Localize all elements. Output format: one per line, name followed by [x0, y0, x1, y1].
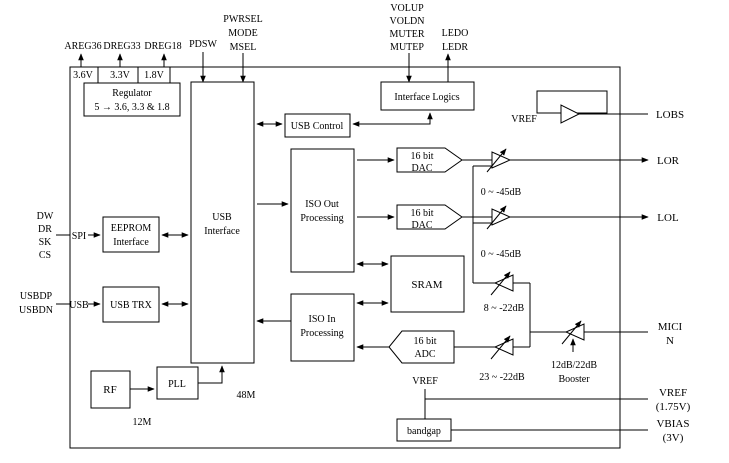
sram-label: SRAM [411, 279, 442, 291]
pin-pdsw: PDSW [189, 39, 217, 50]
regulator-1v8: 1.8V [144, 70, 165, 81]
dac1-label-2: DAC [411, 163, 432, 174]
pin-dw: DW [37, 211, 54, 222]
gain-dac2: 0 ~ -45dB [481, 249, 522, 260]
pin-areg36: AREG36 [64, 41, 101, 52]
usb-control-block [284, 113, 351, 138]
pin-volup: VOLUP [390, 3, 424, 14]
pin-lor: LOR [657, 155, 680, 167]
pin-muter: MUTER [390, 29, 425, 40]
pin-mode: MODE [228, 28, 257, 39]
adc-block [388, 330, 455, 364]
usb-interface-label-1: USB [212, 212, 232, 223]
gain-dac1: 0 ~ -45dB [481, 187, 522, 198]
gain-adc: 23 ~ -22dB [479, 372, 525, 383]
pin-vbias-value: (3V) [663, 432, 684, 444]
regulator-block [83, 82, 181, 117]
usb-control-label: USB Control [291, 121, 344, 132]
pin-cs: CS [39, 250, 51, 261]
iso-in-processing-block [290, 293, 355, 362]
lor-amp [491, 151, 512, 169]
pin-mici: MICI [658, 321, 683, 333]
usb-interface-label-2: Interface [204, 226, 240, 237]
rf-block [90, 370, 131, 409]
pin-vref: VREF [659, 387, 687, 399]
usb-bus-label: USB [69, 300, 89, 311]
clock-48m-label: 48M [237, 390, 256, 401]
pin-vbias: VBIAS [656, 418, 689, 430]
pin-dr: DR [38, 224, 52, 235]
bandgap-label: bandgap [407, 426, 441, 437]
pin-dreg33: DREG33 [103, 41, 140, 52]
dac1-block [396, 147, 463, 173]
regulator-3v6: 3.6V [73, 70, 94, 81]
eeprom-interface-block [102, 216, 160, 253]
pin-usbdp: USBDP [20, 291, 53, 302]
interface-logics-block [380, 81, 475, 111]
pin-pwrsel: PWRSEL [223, 14, 262, 25]
gain-mic-loop: 8 ~ -22dB [484, 303, 525, 314]
dac2-label-1: 16 bit [410, 208, 433, 219]
spi-label: SPI [72, 231, 86, 242]
vref-bandgap-label: VREF [412, 376, 438, 387]
vref-amp-label: VREF [511, 114, 537, 125]
pin-ledo: LEDO [442, 28, 469, 39]
pin-dreg18: DREG18 [144, 41, 181, 52]
iso-in-label-1: ISO In [309, 314, 336, 325]
pin-lobs: LOBS [656, 109, 684, 121]
regulator-title: Regulator [112, 88, 152, 99]
booster-label-2: Booster [558, 374, 590, 385]
regulator-desc: 5 → 3.6, 3.3 & 1.8 [94, 102, 169, 113]
sram-block [390, 255, 465, 313]
lobs-buffer [560, 104, 581, 124]
iso-out-label-2: Processing [300, 213, 343, 224]
iso-out-processing-block [290, 148, 355, 273]
usb-interface-block [190, 81, 255, 364]
usb-trx-block [102, 286, 160, 323]
pin-msel: MSEL [230, 42, 257, 53]
pin-mutep: MUTEP [390, 42, 424, 53]
lol-amp [491, 208, 512, 226]
usb-trx-label: USB TRX [110, 300, 153, 311]
adc-label-2: ADC [414, 349, 435, 360]
iso-out-label-1: ISO Out [305, 199, 339, 210]
pin-sk: SK [39, 237, 53, 248]
booster-label-1: 12dB/22dB [551, 360, 597, 371]
iso-in-label-2: Processing [300, 328, 343, 339]
rf-label: RF [103, 384, 116, 396]
pin-usbdn: USBDN [19, 305, 53, 316]
eeprom-label-1: EEPROM [111, 223, 152, 234]
eeprom-label-2: Interface [113, 237, 149, 248]
interface-logics-label: Interface Logics [394, 92, 459, 103]
adc-label-1: 16 bit [413, 336, 436, 347]
dac1-label-1: 16 bit [410, 151, 433, 162]
clock-12m-label: 12M [133, 417, 152, 428]
pin-lol: LOL [657, 212, 679, 224]
pin-ledr: LEDR [442, 42, 468, 53]
dac2-block [396, 204, 463, 230]
pin-mici-n: N [666, 335, 674, 347]
pin-voldn: VOLDN [390, 16, 425, 27]
dac2-label-2: DAC [411, 220, 432, 231]
pin-vref-value: (1.75V) [656, 401, 691, 413]
regulator-3v3: 3.3V [110, 70, 131, 81]
pll-label: PLL [168, 379, 186, 390]
